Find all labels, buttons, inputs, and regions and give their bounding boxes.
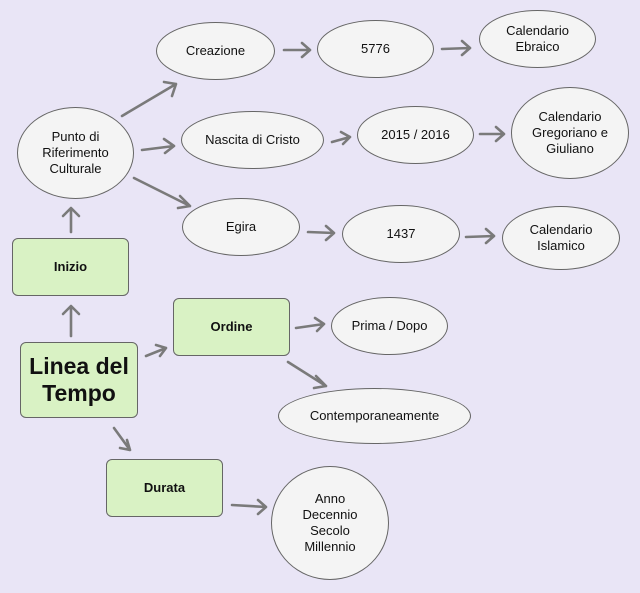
node-calendario-islamico[interactable]: Calendario Islamico [502,206,620,270]
arrow-root-ordine [144,343,168,358]
node-anno-5776[interactable]: 5776 [317,20,434,78]
arrow-ordine-prima [294,316,326,333]
node-inizio[interactable]: Inizio [12,238,129,296]
arrow-inizio-punto [61,206,81,234]
arrow-root-inizio [61,304,81,338]
node-durata[interactable]: Durata [106,459,223,517]
arrow-punto-egira [132,176,192,210]
arrow-nascita-2015 [330,130,352,146]
node-creazione[interactable]: Creazione [156,22,275,80]
arrow-ordine-contemp [286,360,328,390]
node-punto-riferimento[interactable]: Punto di Riferimento Culturale [17,107,134,199]
arrow-1437-islamico [464,227,496,245]
node-unita-durata[interactable]: Anno Decennio Secolo Millennio [271,466,389,580]
arrow-root-durata [112,426,132,452]
node-contemporaneamente[interactable]: Contemporaneamente [278,388,471,444]
arrow-durata-unita [230,498,268,516]
node-calendario-ebraico[interactable]: Calendario Ebraico [479,10,596,68]
node-ordine[interactable]: Ordine [173,298,290,356]
arrow-egira-1437 [306,224,336,242]
arrow-creazione-5776 [282,41,312,59]
node-calendario-gregoriano[interactable]: Calendario Gregoriano e Giuliano [511,87,629,179]
node-linea-del-tempo[interactable]: Linea del Tempo [20,342,138,418]
node-anno-1437[interactable]: 1437 [342,205,460,263]
arrow-2015-gregoriano [478,125,506,143]
arrow-punto-creazione [120,80,178,118]
node-prima-dopo[interactable]: Prima / Dopo [331,297,448,355]
node-egira[interactable]: Egira [182,198,300,256]
node-nascita-cristo[interactable]: Nascita di Cristo [181,111,324,169]
node-anno-2015-2016[interactable]: 2015 / 2016 [357,106,474,164]
arrow-5776-ebraico [440,39,472,57]
arrow-punto-nascita [140,137,176,155]
